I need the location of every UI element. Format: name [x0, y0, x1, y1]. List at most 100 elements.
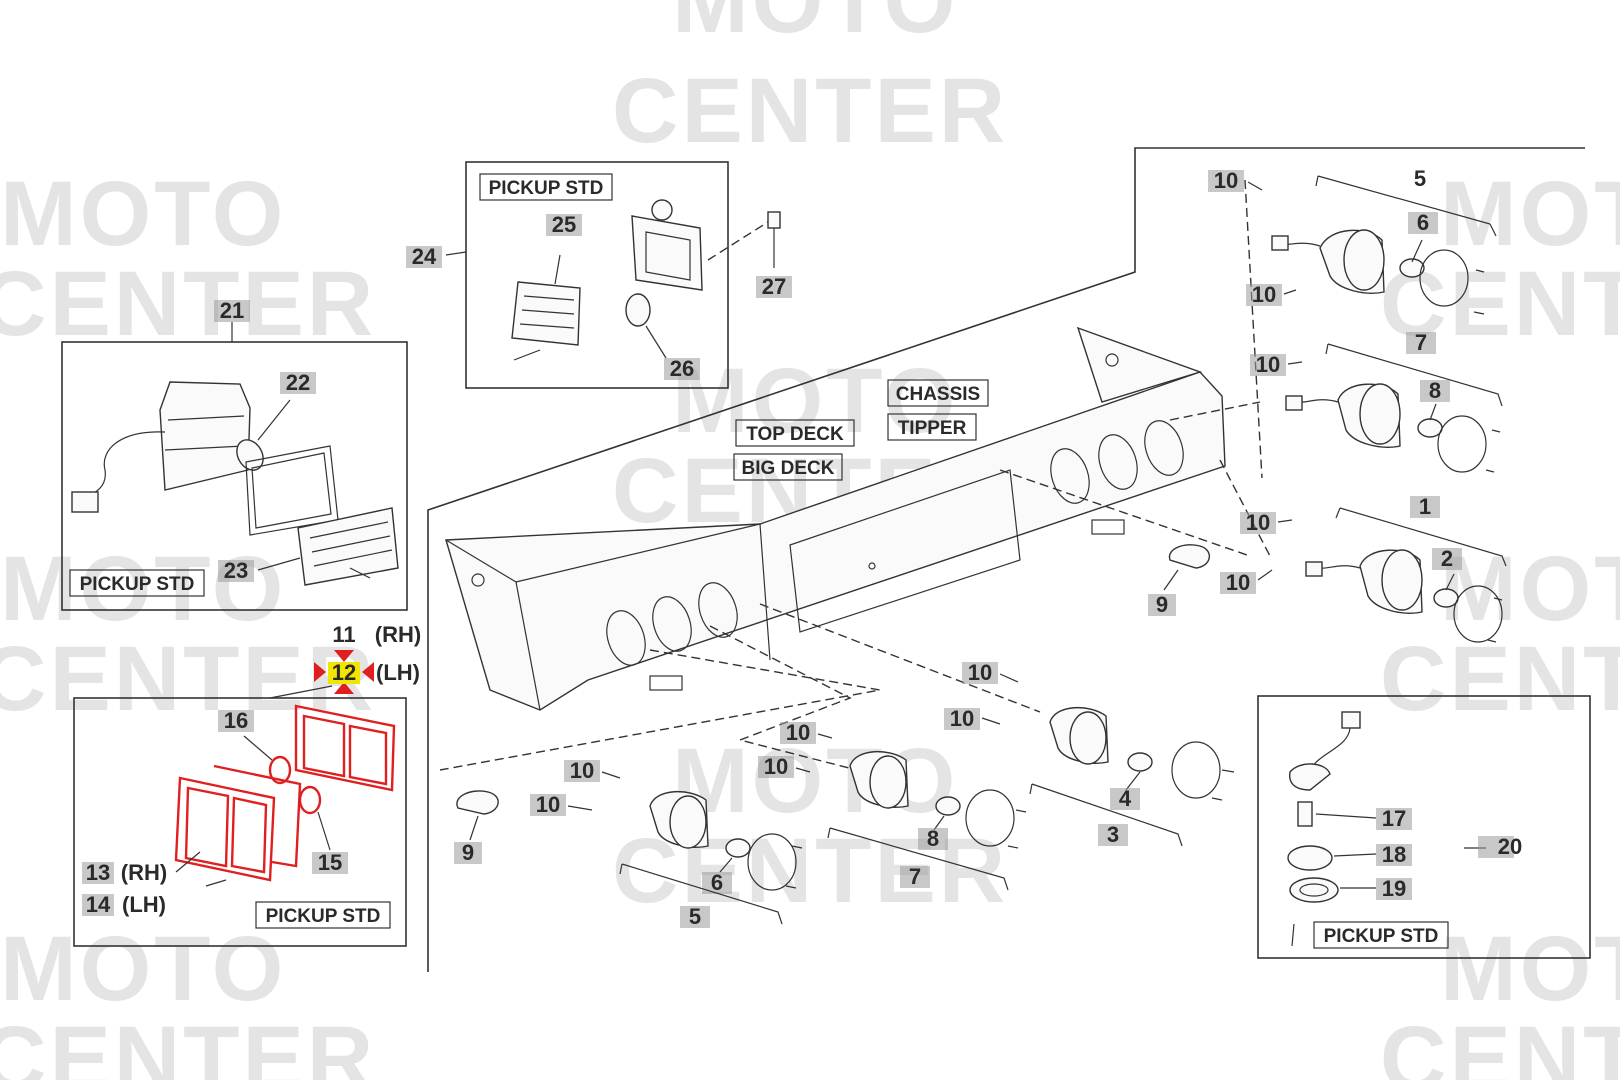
- callout-8: 8: [1429, 378, 1441, 403]
- callout-10: 10: [536, 792, 560, 817]
- callout-22: 22: [286, 370, 310, 395]
- watermark-moto: MOTO: [672, 350, 958, 452]
- selection-arrow-left: [314, 662, 326, 682]
- callout-11: 11: [332, 622, 355, 647]
- lamp-assembly-3: 4 3: [1029, 706, 1235, 847]
- callout-10: 10: [570, 758, 594, 783]
- callout-10: 10: [1256, 352, 1280, 377]
- licence-lamp-socket: [1289, 763, 1331, 791]
- watermark-moto: MOTO: [0, 918, 286, 1020]
- callout-6: 6: [1417, 210, 1429, 235]
- taillamp-lens-red: [174, 776, 276, 882]
- callout-10: 10: [764, 754, 788, 779]
- reflector: [1168, 544, 1210, 569]
- label-pickup-std: PICKUP STD: [80, 574, 195, 595]
- selected-callout-badge[interactable]: [328, 662, 360, 684]
- box-24-frame: [465, 161, 729, 389]
- label-rh: (RH): [375, 622, 421, 647]
- watermark-moto: MOTO: [0, 538, 286, 640]
- callout-6: 6: [711, 870, 723, 895]
- screw-callouts: 10 10 10 10 10 10 10 10 10 10 10: [530, 168, 1303, 817]
- callout-10: 10: [1226, 570, 1250, 595]
- callout-9: 9: [462, 840, 474, 865]
- callout-8: 8: [927, 826, 939, 851]
- callout-4: 4: [1119, 786, 1132, 811]
- taillamp-housing-red: [294, 704, 396, 792]
- callout-1: 1: [1419, 494, 1431, 519]
- watermark-moto: MOTO: [672, 730, 958, 832]
- label-rh: (RH): [121, 860, 167, 885]
- lens-25: [511, 281, 581, 346]
- callout-23: 23: [224, 558, 248, 583]
- callout-26: 26: [670, 356, 694, 381]
- label-big-deck: BIG DECK: [742, 458, 835, 479]
- lamp-assembly-7-lower: 8 7: [827, 750, 1027, 891]
- callout-24: 24: [412, 244, 437, 269]
- callout-21: 21: [220, 298, 244, 323]
- callout-10: 10: [968, 660, 992, 685]
- watermark-center: CENTER: [0, 628, 376, 730]
- bumper-bracket: [1076, 326, 1203, 403]
- callout-17: 17: [1382, 806, 1406, 831]
- watermark-center: CENTER: [0, 1008, 376, 1080]
- lamp-housing: [159, 381, 251, 491]
- label-lh: (LH): [376, 660, 420, 685]
- group-21-headlamp-box: 21 22 23 PICKUP STD: [61, 298, 408, 611]
- callout-10: 10: [950, 706, 974, 731]
- callout-10: 10: [1252, 282, 1276, 307]
- label-tipper: TIPPER: [898, 418, 967, 439]
- sidelamp-housing: [631, 215, 703, 291]
- selection-arrow-top: [334, 650, 354, 662]
- lens-19: [1289, 877, 1339, 903]
- callout-14: 14: [86, 892, 111, 917]
- callout-2: 2: [1441, 546, 1453, 571]
- lamp-assembly-5-upper: 5 6: [1271, 166, 1497, 315]
- box-20-frame: [1257, 695, 1591, 959]
- box-21-frame: [61, 341, 408, 611]
- clip-27: [767, 211, 781, 229]
- watermark-moto: MOTO: [1440, 163, 1620, 265]
- gasket-18: [1287, 845, 1333, 871]
- lens-23: [297, 507, 399, 586]
- rear-bumper-assembly: CHASSIS TIPPER TOP DECK BIG DECK: [439, 179, 1271, 777]
- watermark-center: CENTER: [612, 60, 1008, 162]
- group-11-12-taillamp-box: 11 (RH) 12 (LH) 16 15 13 (RH) 14 (LH): [73, 622, 421, 947]
- callout-7: 7: [1415, 330, 1427, 355]
- callout-5: 5: [1414, 166, 1426, 191]
- watermark-moto: MOTO: [1440, 918, 1620, 1020]
- selection-arrow-bottom: [334, 682, 354, 694]
- reflector-9-left: 9: [454, 790, 499, 865]
- callout-12[interactable]: 12: [332, 660, 356, 685]
- callout-10: 10: [1214, 168, 1238, 193]
- callout-13: 13: [86, 860, 110, 885]
- gasket: [245, 445, 339, 536]
- label-lh: (LH): [122, 892, 166, 917]
- bulb-17: [1297, 801, 1313, 827]
- callout-18: 18: [1382, 842, 1406, 867]
- box-12-frame: [73, 697, 407, 947]
- callout-27: 27: [762, 274, 786, 299]
- label-pickup-std: PICKUP STD: [266, 906, 381, 927]
- bulb-22: [236, 439, 264, 471]
- reflector-9-right: 9: [1148, 544, 1210, 617]
- label-top-deck: TOP DECK: [746, 424, 844, 445]
- watermark-center: CENTER: [0, 253, 376, 355]
- label-pickup-std: PICKUP STD: [1324, 926, 1439, 947]
- lamp-assembly-5-lower: 6 5: [619, 790, 803, 929]
- watermark-center: CENTER: [1380, 1008, 1620, 1080]
- callout-10: 10: [1246, 510, 1270, 535]
- watermark-moto: MOTO: [1440, 538, 1620, 640]
- bulb-15: [298, 785, 322, 815]
- callout-9: 9: [1156, 592, 1168, 617]
- group-20-licence-lamp-box: 20 17 18 19 PICKUP STD: [1257, 695, 1591, 959]
- callout-15: 15: [318, 850, 342, 875]
- selection-arrow-right: [362, 662, 374, 682]
- watermark-center: CENTER: [1380, 628, 1620, 730]
- bulb-26: [625, 293, 651, 327]
- bulb-16: [268, 755, 292, 785]
- lamp-assembly-1: 1 2: [1305, 494, 1507, 643]
- reflector: [456, 790, 499, 815]
- group-24-sidelamp-box: 24 PICKUP STD 25 26 27: [406, 161, 792, 389]
